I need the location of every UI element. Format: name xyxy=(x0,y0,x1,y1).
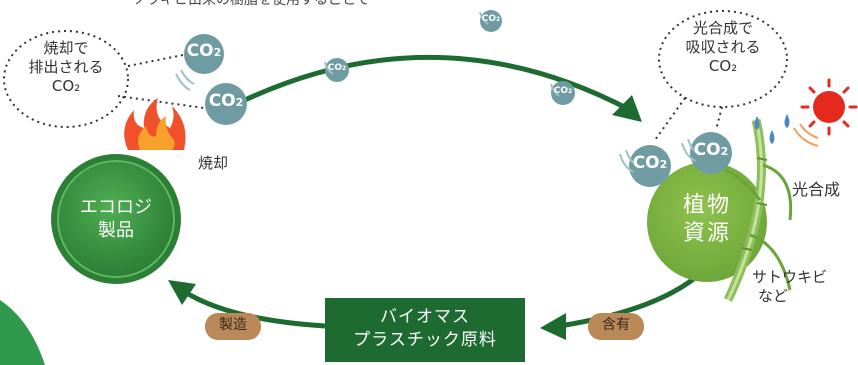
burn-bubble-line3: CO₂ xyxy=(51,76,81,95)
eco-product-line1: エコロジ xyxy=(80,197,152,218)
sun-icon xyxy=(793,78,858,147)
plant-resource-text: 植物 資源 xyxy=(662,192,752,247)
water-drops-icon xyxy=(754,114,790,144)
corner-green-shape xyxy=(0,300,45,365)
fire-icon xyxy=(124,98,186,150)
burn-bubble xyxy=(3,30,129,128)
co2-badge-absorb-1 xyxy=(629,145,671,187)
sugarcane-label: サトウキビ など xyxy=(752,268,852,306)
eco-product-circle-inner xyxy=(57,160,175,278)
eco-product-text: エコロジ 製品 xyxy=(66,196,166,243)
cycle-arrows xyxy=(168,54,704,340)
co2-badge-burn-2 xyxy=(205,83,247,125)
arrow-left-head xyxy=(168,280,196,305)
plant-resource-line1: 植物 xyxy=(682,193,731,218)
burn-bubble-line1: 焼却で xyxy=(43,39,89,57)
contain-pill-label: 含有 xyxy=(602,317,630,333)
absorb-bubble-line2: 吸収される xyxy=(685,37,761,56)
burn-label: 焼却 xyxy=(198,154,229,172)
co2-label-float-3: CO2 xyxy=(553,86,573,96)
co2-badge-burn-1 xyxy=(184,34,224,74)
co2-label-absorb-2: CO2 xyxy=(693,140,729,160)
material-box-line2: プラスチック原料 xyxy=(353,329,497,350)
plant-resource-circle xyxy=(647,162,767,282)
material-box-text: バイオマス プラスチック原料 xyxy=(325,306,525,352)
manufacture-pill xyxy=(205,313,261,340)
arrow-top-head xyxy=(612,95,642,122)
sugarcane-icon xyxy=(723,118,793,302)
burn-bubble-text: 焼却で 排出される CO₂ xyxy=(10,39,122,95)
absorb-bubble-pointer-2 xyxy=(715,106,723,131)
sugarcane-line2: など xyxy=(758,286,789,305)
absorb-bubble xyxy=(658,10,788,108)
co2-label-absorb-1: CO2 xyxy=(632,153,668,173)
manufacture-pill-label: 製造 xyxy=(219,317,247,333)
co2-label-float-1: CO2 xyxy=(481,14,501,24)
absorb-bubble-line3: CO₂ xyxy=(708,56,738,75)
arrow-right xyxy=(559,270,704,329)
material-box-line1: バイオマス xyxy=(380,307,470,327)
arrow-top xyxy=(243,54,632,113)
co2-badge-float-3 xyxy=(551,81,575,105)
co2-label-float-2: CO2 xyxy=(327,63,347,73)
burn-bubble-line2: 排出される xyxy=(28,57,104,76)
motion-lines xyxy=(175,11,701,173)
co2-badge-absorb-2 xyxy=(690,132,732,174)
plant-resource-line2: 資源 xyxy=(682,220,731,246)
eco-product-line2: 製品 xyxy=(98,220,134,242)
sugarcane-line1: サトウキビ xyxy=(752,268,828,286)
contain-pill xyxy=(588,313,644,340)
co2-label-burn-1: CO2 xyxy=(186,41,222,61)
material-box xyxy=(325,298,525,362)
absorb-bubble-line1: 光合成で xyxy=(692,19,753,37)
co2-badge-float-2 xyxy=(325,58,349,82)
co2-label-burn-2: CO2 xyxy=(208,91,244,111)
burn-bubble-pointer-1 xyxy=(127,54,184,67)
photosynthesis-label: 光合成 xyxy=(792,180,841,199)
absorb-bubble-text: 光合成で 吸収される CO₂ xyxy=(665,19,781,75)
absorb-bubble-pointer-1 xyxy=(654,97,686,141)
co2-badge-float-1 xyxy=(480,10,502,32)
co2-badges xyxy=(184,10,732,187)
burn-bubble-pointer-2 xyxy=(117,95,205,109)
top-caption: ソウキビ由来の樹脂を使用することで xyxy=(132,0,370,8)
arrow-right-head xyxy=(540,313,566,340)
